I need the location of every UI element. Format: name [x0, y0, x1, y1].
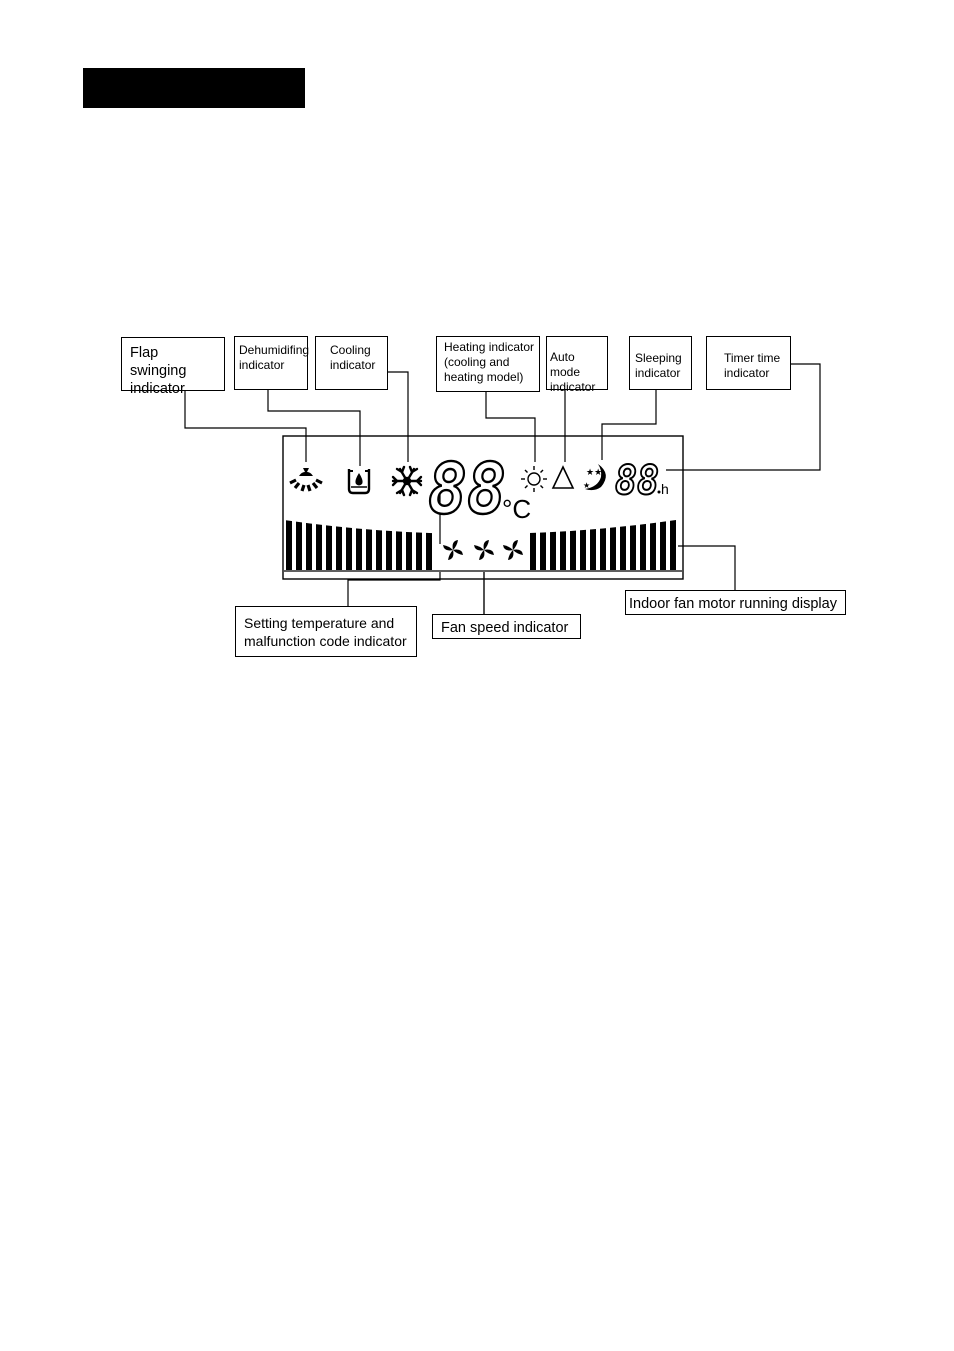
sun-icon [521, 466, 547, 492]
temperature-digits: 88 [428, 448, 506, 530]
water-drop-icon [349, 469, 369, 493]
snowflake-icon [393, 467, 421, 495]
timer-digits: 88 [615, 458, 659, 504]
moon-stars-icon: ★★ ★ [583, 464, 606, 490]
temperature-unit: °C [502, 494, 531, 524]
timer-unit: h [661, 481, 669, 497]
triangle-icon [553, 467, 573, 488]
svg-text:★: ★ [583, 481, 590, 490]
flap-swing-icon [290, 468, 322, 491]
svg-text:★★: ★★ [586, 468, 602, 478]
